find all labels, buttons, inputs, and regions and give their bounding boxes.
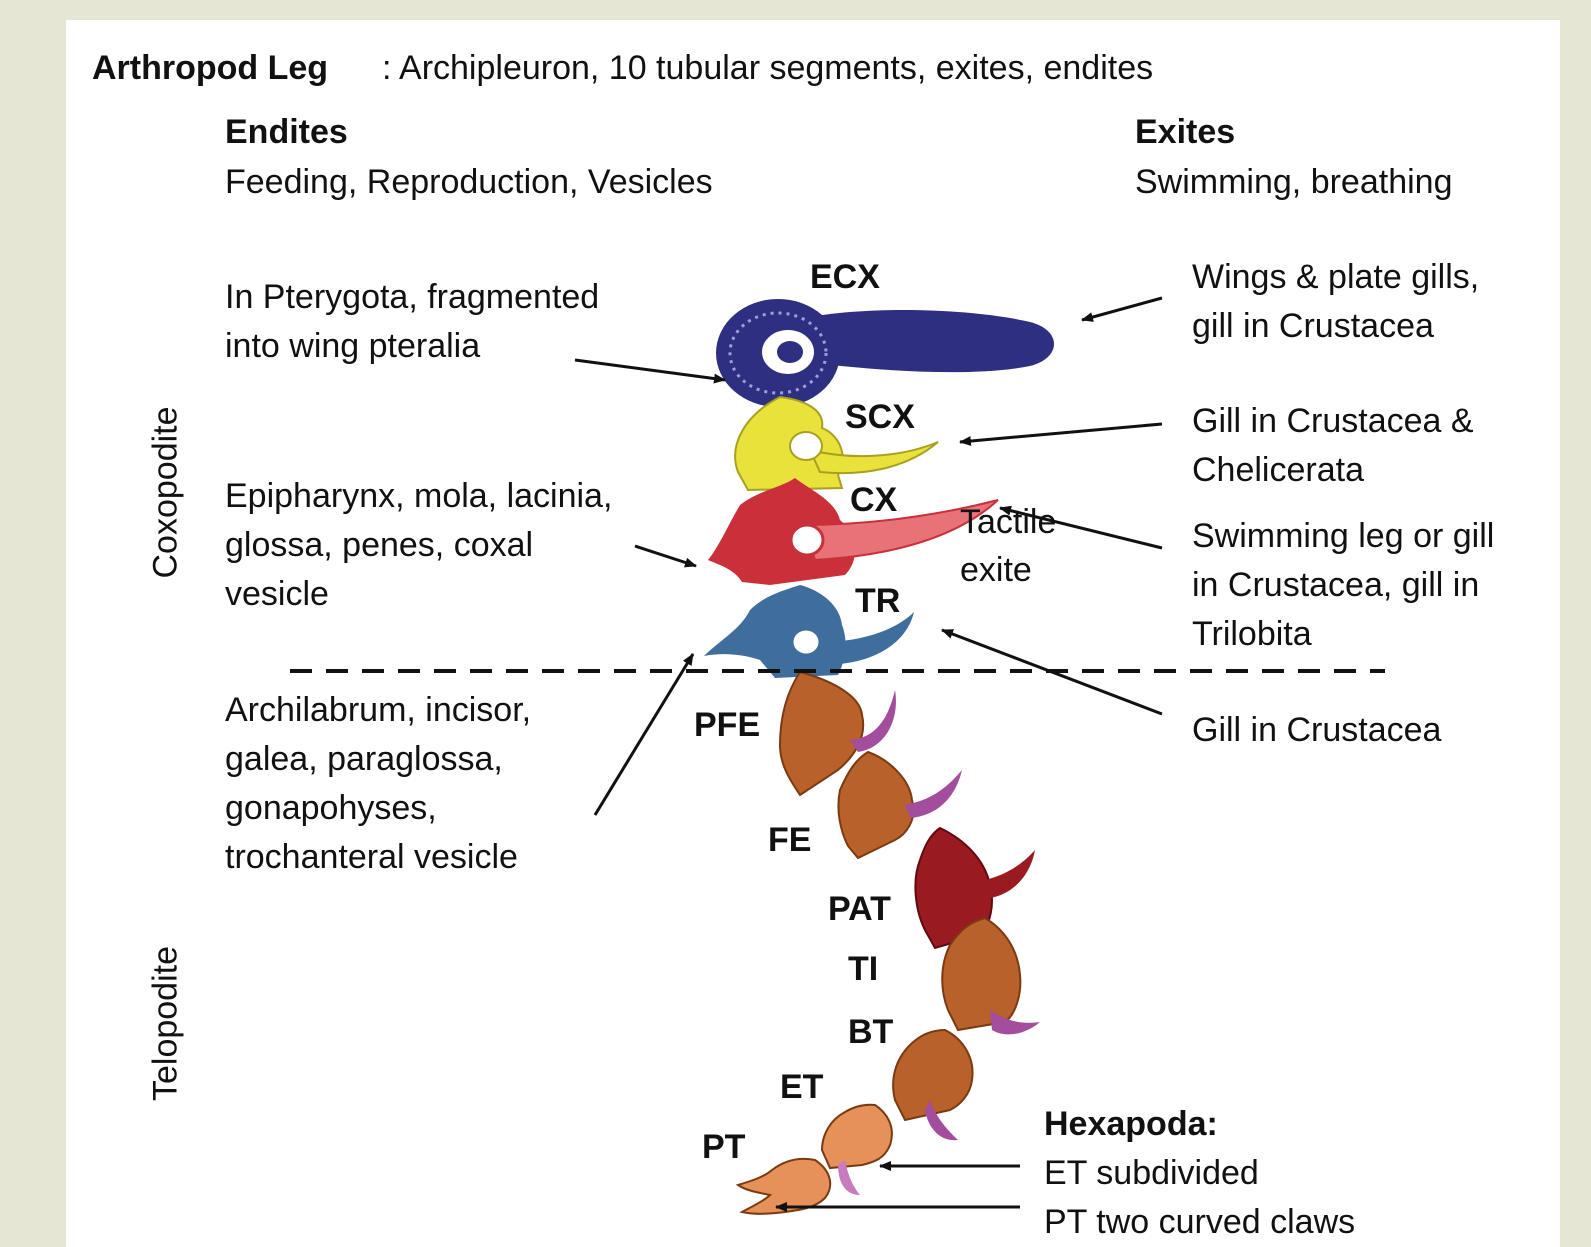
segment-label-fe: FE — [768, 821, 811, 860]
note-epipharynx-line1: Epipharynx, mola, lacinia, — [225, 472, 612, 520]
hexapoda-pt-claws: PT two curved claws — [1044, 1198, 1355, 1246]
diagram-subtitle: : Archipleuron, 10 tubular segments, exi… — [382, 44, 1153, 92]
bt-segment-shape — [893, 1030, 972, 1140]
note-gill-crustacea: Gill in Crustacea — [1192, 706, 1441, 754]
note-archilabrum-line1: Archilabrum, incisor, — [225, 686, 531, 734]
segment-label-pt: PT — [702, 1128, 745, 1167]
exites-heading: Exites — [1135, 108, 1235, 156]
tactile-exite-line1: Tactile — [960, 498, 1056, 546]
segment-label-scx: SCX — [845, 398, 915, 437]
arrow-pterygota — [575, 360, 725, 380]
telopodite-label: Telopodite — [147, 944, 186, 1104]
hexapoda-et-subdivided: ET subdivided — [1044, 1149, 1259, 1197]
note-wings-line1: Wings & plate gills, — [1192, 253, 1479, 301]
tactile-exite-line2: exite — [960, 546, 1032, 594]
note-archilabrum-line4: trochanteral vesicle — [225, 833, 518, 881]
segment-label-ti: TI — [848, 950, 878, 989]
arrow-epipharynx — [635, 546, 696, 566]
note-pterygota-line1: In Pterygota, fragmented — [225, 273, 599, 321]
note-epipharynx-line2: glossa, penes, coxal — [225, 521, 533, 569]
note-pterygota-line2: into wing pteralia — [225, 322, 480, 370]
note-archilabrum-line3: gonapohyses, — [225, 784, 437, 832]
note-gill-chelicerata-line2: Chelicerata — [1192, 446, 1364, 494]
note-gill-chelicerata-line1: Gill in Crustacea & — [1192, 397, 1474, 445]
segment-label-et: ET — [780, 1068, 823, 1107]
note-swimming-line2: in Crustacea, gill in — [1192, 561, 1479, 609]
note-epipharynx-line3: vesicle — [225, 570, 329, 618]
arrow-archilabrum — [595, 654, 693, 815]
note-wings-line2: gill in Crustacea — [1192, 302, 1434, 350]
segment-label-pfe: PFE — [694, 706, 760, 745]
endites-heading: Endites — [225, 108, 348, 156]
hexapoda-heading: Hexapoda: — [1044, 1100, 1218, 1148]
ti-segment-shape — [942, 918, 1040, 1034]
segment-label-cx: CX — [850, 481, 897, 520]
diagram-title: Arthropod Leg — [92, 44, 328, 92]
segment-label-pat: PAT — [828, 890, 891, 929]
exites-functions: Swimming, breathing — [1135, 158, 1452, 206]
segment-label-tr: TR — [855, 582, 900, 621]
ecx-segment-shape — [716, 299, 1054, 407]
arrow-gill-chelicerata — [960, 424, 1162, 442]
segment-label-bt: BT — [848, 1013, 893, 1052]
coxopodite-label: Coxopodite — [147, 409, 186, 579]
note-swimming-line3: Trilobita — [1192, 610, 1312, 658]
segment-label-ecx: ECX — [810, 258, 880, 297]
et-segment-shape — [822, 1105, 892, 1195]
endites-functions: Feeding, Reproduction, Vesicles — [225, 158, 713, 206]
note-swimming-line1: Swimming leg or gill — [1192, 512, 1494, 560]
arrow-wings — [1082, 298, 1162, 320]
note-archilabrum-line2: galea, paraglossa, — [225, 735, 503, 783]
